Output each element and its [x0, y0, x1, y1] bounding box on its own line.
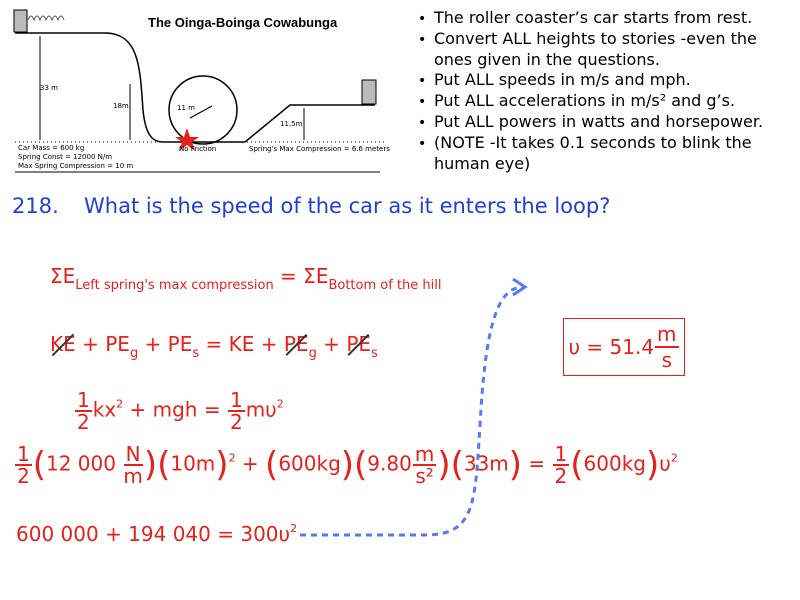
diagram-title: The Oinga-Boinga Cowabunga — [148, 15, 338, 30]
star-marker — [175, 128, 199, 151]
pe-term: + PE — [138, 332, 193, 356]
ke-term: = KE + — [199, 332, 284, 356]
bullet: Convert ALL heights to stories -even the… — [418, 29, 798, 70]
answer-unit-num: m — [655, 322, 679, 348]
plus: + — [316, 332, 347, 356]
ke-cancelled: KE — [50, 332, 76, 356]
numeric-equation: 600 000 + 194 040 = 300υ2 — [16, 522, 297, 546]
spring-const: Spring Const = 12000 N/m — [18, 153, 113, 161]
terms-equation: KE + PEg + PEs = KE + PEg + PEs — [50, 332, 378, 361]
bullet: Put ALL speeds in m/s and mph. — [418, 70, 798, 91]
denominator: s² — [415, 464, 434, 488]
pe-term: + PE — [75, 332, 130, 356]
exponent: 2 — [276, 397, 284, 411]
rhs-subscript: Bottom of the hill — [328, 278, 442, 293]
mgh: + mgh = — [123, 397, 227, 422]
s-sub: s — [192, 346, 200, 361]
g-sub: g — [129, 346, 139, 361]
bullet: Put ALL powers in watts and horsepower. — [418, 112, 798, 133]
v: υ — [659, 451, 671, 476]
loop — [168, 75, 238, 145]
bullet: The roller coaster’s car starts from res… — [418, 8, 798, 29]
denominator: 2 — [17, 464, 30, 488]
equals-sum-e: = ΣE — [273, 264, 329, 288]
g-sub: g — [308, 346, 317, 361]
label-11-5m: 11.5m — [280, 120, 303, 128]
s-sub: s — [371, 346, 378, 361]
track — [15, 32, 375, 143]
denominator: 2 — [554, 464, 568, 488]
numeric-text: 600 000 + 194 040 = 300υ — [16, 522, 291, 546]
left-spring — [27, 15, 65, 22]
exponent: 2 — [290, 522, 298, 535]
mv: mυ — [245, 397, 277, 422]
numerator: N — [123, 442, 143, 466]
label-18m: 18m — [113, 102, 129, 110]
kx: kx — [92, 397, 117, 422]
question-text: What is the speed of the car as it enter… — [84, 194, 611, 218]
energy-equation: ΣELeft spring's max compression = ΣEBott… — [50, 264, 441, 293]
numerator: 1 — [227, 388, 245, 412]
question-number: 218. — [12, 194, 59, 218]
x-value: 10m — [170, 451, 216, 476]
label-right-compression: Spring's Max Compression = 6.6 meters — [249, 145, 390, 153]
radius-arrow — [189, 105, 213, 119]
max-compression: Max Spring Compression = 10 m — [18, 162, 134, 170]
sum-e: ΣE — [50, 264, 76, 288]
arrowhead-icon — [512, 277, 528, 297]
mass-value: 600kg — [278, 451, 341, 476]
denominator: 2 — [77, 410, 90, 434]
k-value: 12 000 — [46, 451, 116, 476]
car-mass: Car Mass = 600 kg — [18, 144, 85, 152]
exponent: 2 — [116, 397, 124, 411]
denominator: 2 — [229, 410, 243, 434]
numerator: 1 — [75, 388, 92, 412]
label-33m: 33 m — [40, 84, 58, 92]
bullet: (NOTE -It takes 0.1 seconds to blink the… — [418, 133, 798, 174]
mass-value: 600kg — [583, 451, 646, 476]
question: 218. What is the speed of the car as it e… — [12, 194, 610, 218]
g-value: 9.80 — [367, 451, 412, 476]
dashed-arrow — [300, 277, 528, 537]
exponent: 2 — [228, 451, 236, 465]
numerator: 1 — [15, 442, 32, 466]
h-value: 33m — [463, 451, 509, 476]
exponent: 2 — [670, 451, 678, 465]
instructions-list: The roller coaster’s car starts from res… — [418, 8, 798, 174]
diagram-specs: Car Mass = 600 kg Spring Const = 12000 N… — [18, 144, 133, 171]
bullet: Put ALL accelerations in m/s² and g’s. — [418, 91, 798, 112]
label-radius: 11 m — [177, 104, 195, 112]
roller-coaster-diagram — [13, 9, 385, 173]
numerator: m — [412, 442, 437, 466]
label-no-friction: No Friction — [179, 145, 217, 153]
pe-cancelled: PE — [346, 332, 372, 356]
answer-unit-den: s — [661, 348, 672, 372]
answer-value: υ = 51.4 — [568, 335, 655, 359]
left-spring-block — [13, 9, 28, 33]
pe-cancelled: PE — [283, 332, 309, 356]
right-spring-block — [361, 79, 377, 105]
numerator: 1 — [552, 442, 570, 466]
lhs-subscript: Left spring's max compression — [75, 278, 274, 293]
denominator: m — [123, 464, 143, 488]
